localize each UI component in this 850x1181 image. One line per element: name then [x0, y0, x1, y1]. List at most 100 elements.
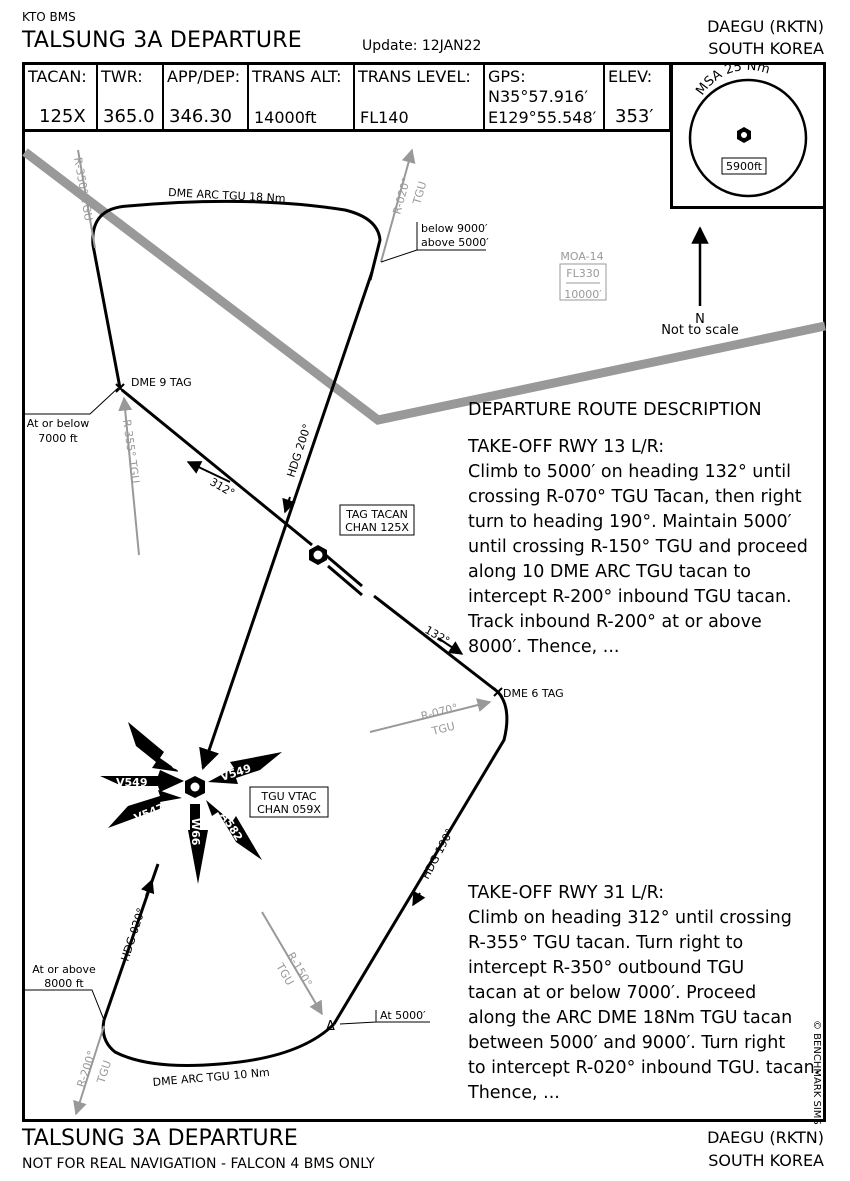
airway-v549-left: V549 — [116, 776, 147, 789]
moa-name: MOA-14 — [560, 250, 603, 263]
at-or-above: At or above — [32, 963, 96, 976]
dme9-label: DME 9 TAG — [131, 376, 192, 389]
footer-disclaimer: NOT FOR REAL NAVIGATION - FALCON 4 BMS O… — [22, 1156, 375, 1172]
dme6-label: DME 6 TAG — [503, 687, 564, 700]
transalt-cell: TRANS ALT: 14000ft — [249, 65, 355, 129]
r355-radial — [118, 396, 140, 556]
hdg312-arrow — [186, 461, 231, 483]
footer-title: TALSUNG 3A DEPARTURE — [22, 1126, 298, 1151]
r355-label: R-355° TGU — [120, 419, 142, 485]
rwy13-line: along 10 DME ARC TGU tacan to — [468, 562, 751, 582]
at-5000: At 5000′ — [380, 1009, 426, 1022]
rwy31-line: R-355° TGU tacan. Turn right to — [468, 933, 744, 953]
transalt-value: 14000ft — [254, 108, 317, 127]
hdg200-label: HDG 200° — [284, 422, 313, 479]
hdg190-label: HDG 190° — [419, 827, 456, 882]
header-location: DAEGU (RKTN) SOUTH KOREA — [707, 16, 824, 60]
at-or-above-alt: 8000 ft — [44, 977, 84, 990]
frequency-table: TACAN: 125X TWR: 365.0 APP/DEP: 346.30 T… — [22, 62, 672, 132]
twr-label: TWR: — [101, 67, 143, 86]
not-to-scale: Not to scale — [661, 323, 739, 338]
twr-cell: TWR: 365.0 — [98, 65, 164, 129]
tacan-cell: TACAN: 125X — [25, 65, 98, 129]
hdg132-arrow — [437, 637, 464, 655]
route-hdg200 — [199, 271, 374, 770]
r150-radial — [261, 911, 323, 1016]
chart-frame — [22, 130, 826, 1122]
moa-boundary — [22, 148, 826, 425]
tag-tacan-icon — [309, 545, 327, 565]
gps-label: GPS: — [488, 67, 526, 86]
rwy31-line: intercept R-350° outbound TGU — [468, 958, 745, 978]
footer-country: SOUTH KOREA — [708, 1151, 824, 1170]
rwy13-line: 8000′. Thence, ... — [468, 637, 620, 657]
below-9000: below 9000′ — [421, 222, 488, 235]
tgu-vtac-chan: CHAN 059X — [257, 803, 321, 816]
moa-bottom: 10000′ — [564, 288, 602, 301]
route-description-rwy13: DEPARTURE ROUTE DESCRIPTION TAKE-OFF RWY… — [468, 398, 808, 660]
header-city: DAEGU (RKTN) — [707, 17, 824, 36]
rwy31-line: to intercept R-020° inbound TGU. tacan. — [468, 1058, 821, 1078]
translevel-value: FL140 — [360, 108, 409, 127]
translevel-label: TRANS LEVEL: — [358, 67, 471, 86]
msa-box: MSA 25 Nm 5900ft — [670, 59, 826, 209]
rwy13-line: until crossing R-150° TGU and proceed — [468, 537, 808, 557]
gps-lon: E129°55.548′ — [488, 108, 597, 127]
copyright: © BENCHMARK SIMS — [811, 1020, 822, 1125]
moa-box — [559, 263, 607, 301]
arc-10-route — [101, 1019, 336, 1067]
r070-label: R-070° — [420, 701, 460, 723]
rwy13-line: Track inbound R-200° at or above — [468, 612, 762, 632]
route-312 — [121, 388, 313, 547]
footer-location: DAEGU (RKTN) SOUTH KOREA — [707, 1126, 824, 1172]
rwy13-line: crossing R-070° TGU Tacan, then right — [468, 487, 802, 507]
chart-title: TALSUNG 3A DEPARTURE — [22, 28, 302, 53]
rwy31-line: Thence, ... — [468, 1083, 560, 1103]
r020-radial — [380, 148, 416, 263]
hdg020-label: HDG 020° — [118, 906, 147, 963]
elev-value: 353′ — [615, 106, 654, 127]
tgu-vtac-icon — [185, 776, 205, 798]
gps-cell: GPS: N35°57.916′ E129°55.548′ — [485, 65, 605, 129]
appdep-label: APP/DEP: — [167, 67, 241, 86]
at-or-below: At or below — [27, 417, 89, 430]
route-hdg190 — [332, 691, 509, 1025]
translevel-cell: TRANS LEVEL: FL140 — [355, 65, 485, 129]
r200-label: R-200° — [74, 1049, 98, 1089]
tacan-value: 125X — [39, 106, 86, 127]
rwy31-title: TAKE-OFF RWY 31 L/R: — [468, 883, 665, 903]
msa-circle — [688, 78, 808, 198]
rwy31-line: along the ARC DME 18Nm TGU tacan — [468, 1008, 793, 1028]
msa-altitude: 5900ft — [726, 160, 763, 173]
update-date: Update: 12JAN22 — [362, 38, 482, 54]
header-country: SOUTH KOREA — [708, 39, 824, 58]
airway-w66: W66 — [189, 818, 202, 846]
elev-label: ELEV: — [608, 67, 653, 86]
r200-tgu: TGU — [94, 1059, 114, 1086]
r200-radial — [73, 1025, 105, 1116]
msa-tacan-icon — [737, 127, 751, 143]
twr-value: 365.0 — [103, 106, 155, 127]
rwy31-line: between 5000′ and 9000′. Turn right — [468, 1033, 786, 1053]
r070-tgu: TGU — [430, 720, 457, 738]
elev-cell: ELEV: 353′ — [605, 65, 669, 129]
tacan-label: TACAN: — [28, 67, 87, 86]
r070-radial — [369, 698, 492, 733]
dme-arc-10-label: DME ARC TGU 10 Nm — [152, 1066, 270, 1089]
rwy31-line: tacan at or below 7000′. Proceed — [468, 983, 757, 1003]
appdep-value: 346.30 — [169, 106, 232, 127]
org-label: KTO BMS — [22, 10, 76, 24]
footer-city: DAEGU (RKTN) — [707, 1128, 824, 1147]
transalt-label: TRANS ALT: — [252, 67, 342, 86]
route-desc-heading: DEPARTURE ROUTE DESCRIPTION — [468, 400, 762, 420]
airway-arrows — [100, 722, 282, 884]
rwy13-title: TAKE-OFF RWY 13 L/R: — [468, 437, 665, 457]
north-label: N — [695, 312, 705, 327]
msa-diagram: MSA 25 Nm 5900ft — [688, 59, 808, 198]
route-132 — [373, 594, 499, 694]
appdep-cell: APP/DEP: 346.30 — [164, 65, 249, 129]
above-5000: above 5000′ — [421, 236, 489, 249]
tgu-vtac-name: TGU VTAC — [260, 790, 317, 803]
at-or-below-alt: 7000 ft — [38, 432, 78, 445]
